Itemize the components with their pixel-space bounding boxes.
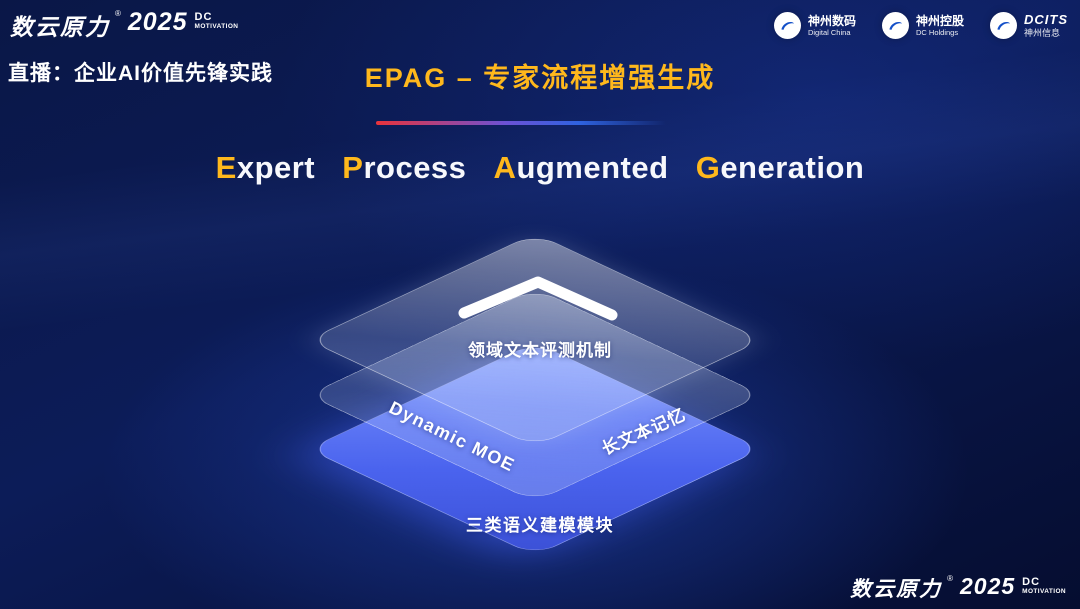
subtitle-word: Process	[342, 150, 467, 185]
registered-mark: ®	[115, 9, 121, 18]
partner-dc-holdings: 神州控股 DC Holdings	[881, 12, 964, 39]
partner-dcits: DCITS 神州信息	[990, 12, 1068, 39]
dc-holdings-swoosh-icon	[881, 12, 909, 39]
subtitle-word: Augmented	[493, 150, 669, 185]
brand-year: 2025	[959, 573, 1016, 599]
chevron-up-icon	[458, 276, 618, 321]
brand-logo: 数云原力 ® 2025 DC MOTIVATION	[10, 8, 238, 42]
subtitle: Expert Process Augmented Generation	[0, 150, 1080, 186]
brand-name: 数云原力	[850, 578, 943, 601]
dcits-swoosh-icon	[990, 12, 1017, 39]
gradient-divider	[376, 121, 666, 125]
registered-mark: ®	[947, 574, 953, 583]
partner-label: 神州控股 DC Holdings	[915, 13, 964, 38]
live-label: 直播：企业AI价值先锋实践	[8, 62, 273, 85]
partner-logos: 神州数码 Digital China 神州控股 DC Holdings DCIT…	[773, 12, 1068, 39]
brand-tagline: DC MOTIVATION	[194, 11, 239, 30]
brand-name: 数云原力	[10, 14, 110, 40]
subtitle-word: Expert	[215, 150, 316, 185]
subtitle-word: Generation	[695, 150, 865, 185]
partner-label: DCITS 神州信息	[1024, 12, 1068, 38]
partner-label: 神州数码 Digital China	[807, 13, 856, 38]
brand-year: 2025	[127, 8, 188, 36]
footer-brand-logo: 数云原力 ® 2025 DC MOTIVATION	[850, 573, 1066, 603]
page-title: EPAG – 专家流程增强生成	[364, 63, 716, 93]
brand-tagline: DC MOTIVATION	[1022, 576, 1066, 595]
digital-china-swoosh-icon	[773, 12, 801, 39]
top-layer-label: 领域文本评测机制	[468, 341, 612, 360]
bottom-layer-label: 三类语义建模模块	[466, 516, 614, 535]
partner-digital-china: 神州数码 Digital China	[773, 12, 856, 39]
